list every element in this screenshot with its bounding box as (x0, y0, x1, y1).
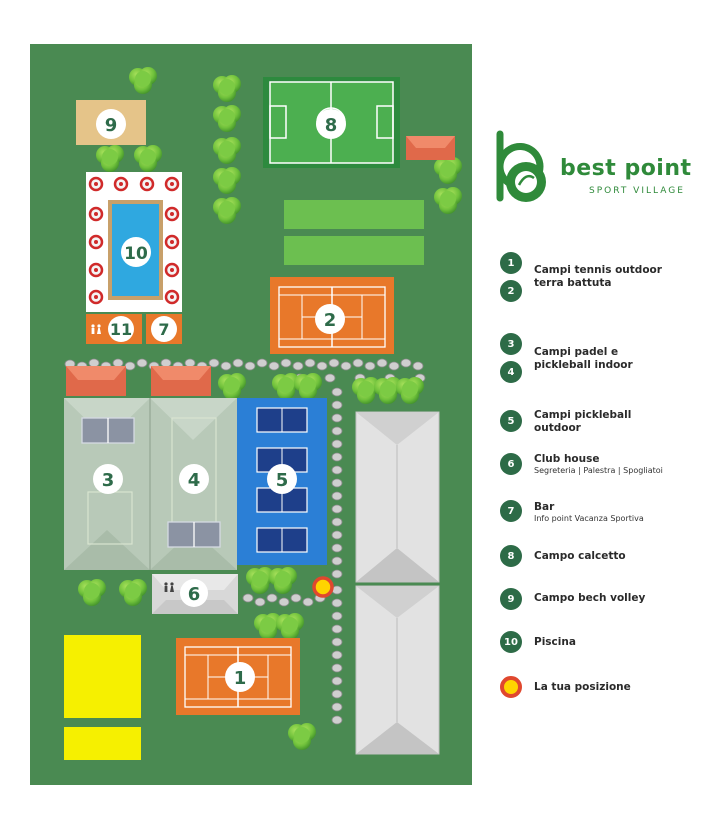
legend-item-posizione: La tua posizione (534, 681, 631, 693)
yellow-field (64, 727, 141, 760)
map-label-6: 6 (188, 584, 201, 605)
legend-item-volley: Campo bech volley (534, 592, 646, 604)
position-marker-icon (312, 576, 334, 598)
map-label-7: 7 (158, 320, 169, 339)
pickleball-courts-outdoor[interactable]: 5 (237, 398, 327, 565)
legend-badge-9: 9 (500, 588, 522, 610)
legend-badge-3: 3 (500, 333, 522, 355)
legend-label: outdoor (534, 422, 581, 434)
legend-badge-10: 10 (500, 631, 522, 653)
grey-building (355, 585, 440, 755)
grey-building (355, 411, 440, 583)
legend-item-clubhouse: Club house (534, 453, 600, 465)
brand-subtitle: SPORT VILLAGE (589, 186, 685, 196)
map-label-8: 8 (325, 115, 338, 136)
green-strip (284, 200, 424, 229)
legend-item-piscina: Piscina (534, 636, 576, 648)
soccer-field[interactable]: 8 (263, 77, 400, 168)
indoor-padel-building[interactable]: 3 4 (64, 398, 237, 570)
legend-item-bar: Bar (534, 501, 555, 513)
map-label-2: 2 (324, 310, 337, 331)
map-label-1: 1 (234, 668, 247, 689)
map-label-9: 9 (105, 115, 118, 136)
club-house-building[interactable]: 6 (152, 574, 238, 614)
legend-badge-6: 6 (500, 453, 522, 475)
legend-label: pickleball indoor (534, 359, 633, 371)
legend-label: Campi tennis outdoor (534, 264, 662, 276)
legend-badge-7: 7 (500, 500, 522, 522)
map-label-10: 10 (124, 244, 148, 264)
map-label-11: 11 (110, 320, 132, 339)
legend-badge-5: 5 (500, 410, 522, 432)
yellow-field (64, 635, 141, 718)
restroom-icon (164, 582, 174, 592)
map-label-3: 3 (102, 470, 115, 491)
legend-item-clubhouse-sub: Segreteria | Palestra | Spogliatoi (534, 466, 663, 475)
legend-position-icon (500, 676, 522, 698)
best-point-logo-icon (496, 130, 546, 202)
legend-badge-8: 8 (500, 545, 522, 567)
legend-label: Campi padel e (534, 346, 619, 358)
green-strip (284, 236, 424, 265)
map-label-4: 4 (188, 470, 201, 491)
legend-item-tennis: Campi tennis outdoor terra battuta (534, 264, 662, 290)
legend-badge-1: 1 (500, 252, 522, 274)
legend-label: Campi pickleball (534, 409, 632, 421)
legend-badge-4: 4 (500, 361, 522, 383)
legend-item-calcetto: Campo calcetto (534, 550, 626, 562)
restroom-icon (91, 324, 101, 334)
legend-item-padel: Campi padel e pickleball indoor (534, 346, 633, 372)
tennis-court-1[interactable]: 1 (176, 638, 300, 715)
legend-item-bar-sub: Info point Vacanza Sportiva (534, 514, 644, 523)
tennis-court-2[interactable]: 2 (270, 277, 394, 354)
brand-name: best point (560, 156, 692, 181)
legend-item-pickleball: Campi pickleball outdoor (534, 409, 631, 435)
map-label-5: 5 (276, 470, 289, 491)
legend-label: terra battuta (534, 277, 612, 289)
legend-badge-2: 2 (500, 280, 522, 302)
